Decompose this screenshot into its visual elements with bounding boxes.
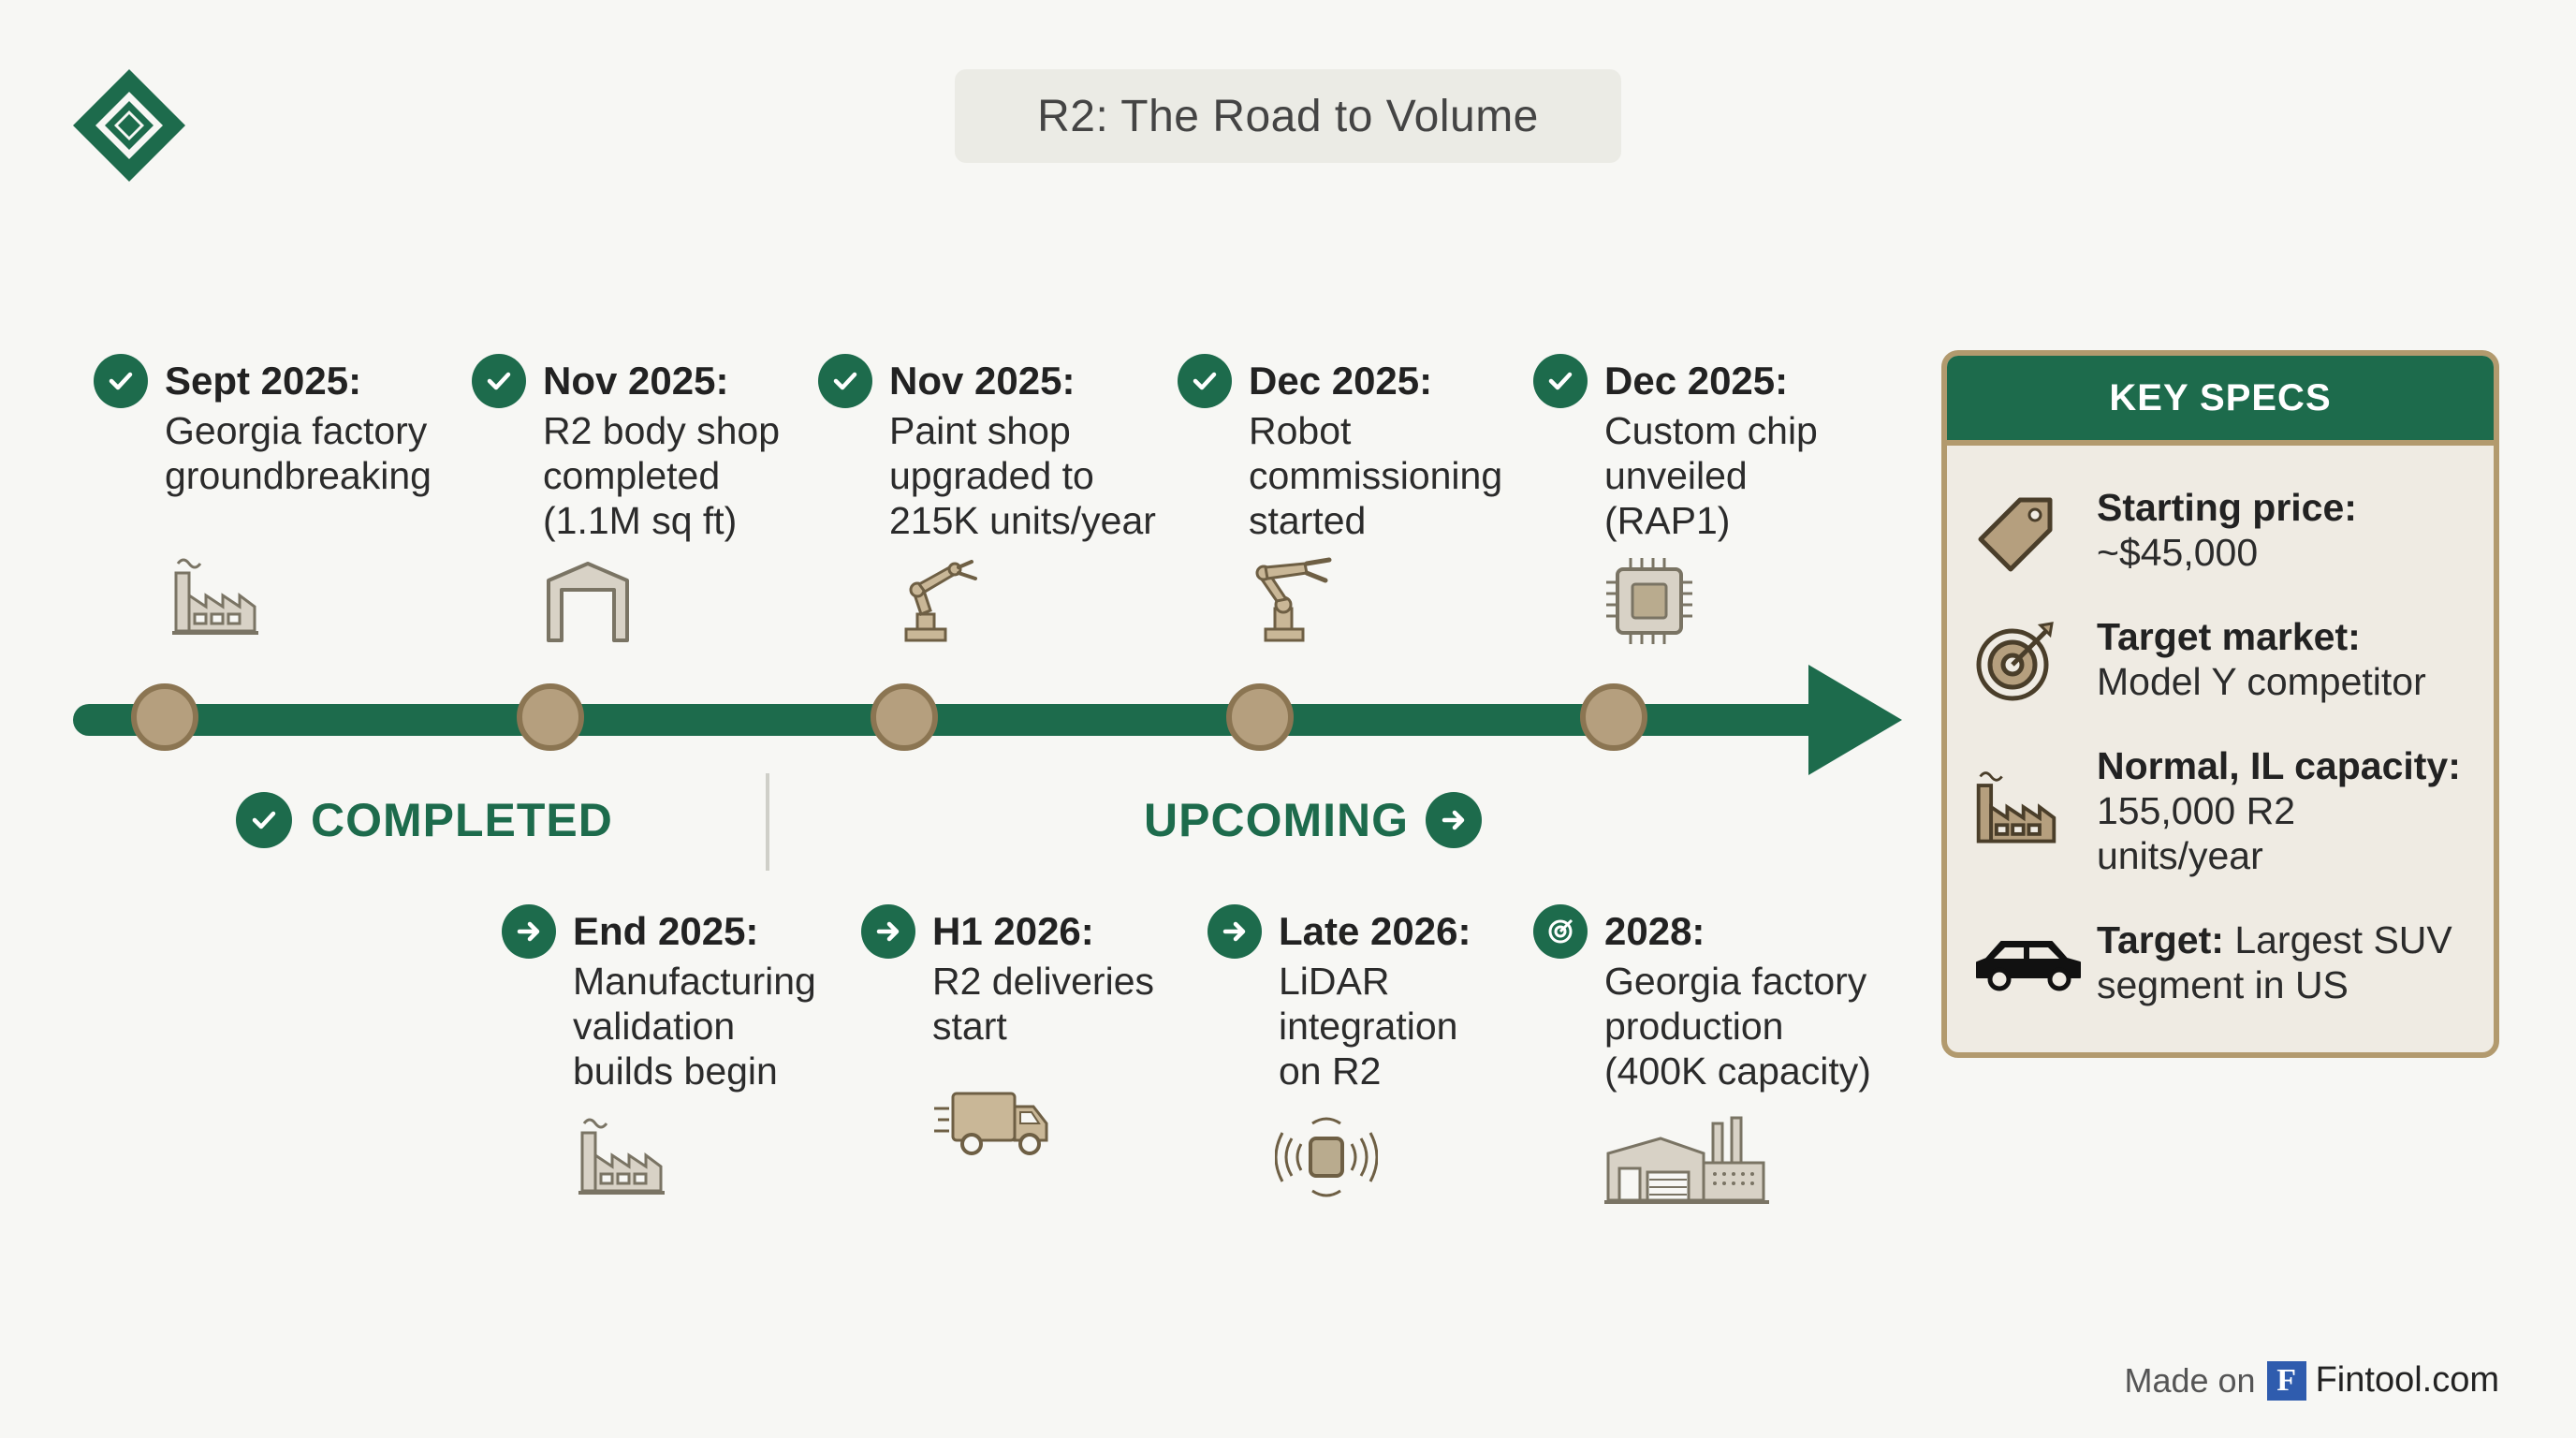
milestone-date: Dec 2025: — [1249, 359, 1433, 403]
spec-starting-price: Starting price: ~$45,000 — [2097, 486, 2357, 574]
timeline-axis — [73, 665, 1902, 775]
arrow-right-icon — [502, 904, 556, 959]
robot-arm-icon — [1255, 557, 1332, 642]
milestone-date: Nov 2025: — [543, 359, 729, 403]
timeline-node-3 — [871, 683, 938, 751]
milestone-date: Sept 2025: — [165, 359, 362, 403]
fintool-brand[interactable]: Fintool.com — [2315, 1360, 2499, 1400]
timeline-node-2 — [517, 683, 584, 751]
milestone-date: Nov 2025: — [889, 359, 1076, 403]
check-icon — [818, 354, 872, 408]
timeline-node-5 — [1580, 683, 1647, 751]
truck-icon — [934, 1092, 1048, 1155]
spec-target: Target: Largest SUV segment in US — [2097, 918, 2452, 1006]
robot-arm-icon — [904, 560, 977, 642]
chip-icon — [1606, 558, 1692, 644]
check-icon — [1533, 354, 1588, 408]
footer-attribution[interactable]: Made on F Fintool.com — [2124, 1360, 2499, 1401]
completed-label: COMPLETED — [236, 792, 613, 848]
check-icon — [94, 354, 148, 408]
milestone-date: Dec 2025: — [1604, 359, 1789, 403]
rivian-logo — [73, 69, 185, 182]
target-icon — [1533, 904, 1588, 959]
suv-icon — [1976, 941, 2081, 991]
arrow-right-icon — [861, 904, 915, 959]
lidar-icon — [1275, 1117, 1378, 1197]
milestone-date: H1 2026: — [932, 909, 1094, 953]
building-icon — [547, 562, 629, 642]
factory-icon — [172, 558, 258, 635]
timeline-node-4 — [1226, 683, 1294, 751]
large-factory-icon — [1604, 1116, 1769, 1204]
target-icon — [1976, 622, 2054, 701]
upcoming-label: UPCOMING — [1144, 792, 1482, 848]
factory-icon — [1976, 771, 2056, 844]
factory-icon — [578, 1118, 665, 1195]
check-icon — [472, 354, 526, 408]
section-divider — [766, 773, 769, 871]
spec-normal-capacity: Normal, IL capacity: 155,000 R2 units/ye… — [2097, 744, 2461, 877]
arrow-right-icon — [1426, 792, 1482, 848]
key-specs-header: KEY SPECS — [1947, 356, 2494, 446]
arrow-right-icon — [1208, 904, 1262, 959]
fintool-logo-icon: F — [2266, 1360, 2306, 1401]
key-specs-panel: KEY SPECS Starting price: ~$45,000 Targe… — [1941, 350, 2499, 1058]
milestone-date: Late 2026: — [1279, 909, 1471, 953]
made-on-text: Made on — [2124, 1360, 2256, 1400]
check-icon — [236, 792, 292, 848]
check-icon — [1178, 354, 1232, 408]
timeline-node-1 — [131, 683, 198, 751]
page-title: R2: The Road to Volume — [955, 69, 1621, 163]
milestone-date: 2028: — [1604, 909, 1705, 953]
spec-target-market: Target market: Model Y competitor — [2097, 615, 2426, 703]
milestone-date: End 2025: — [573, 909, 759, 953]
price-tag-icon — [1978, 497, 2053, 572]
